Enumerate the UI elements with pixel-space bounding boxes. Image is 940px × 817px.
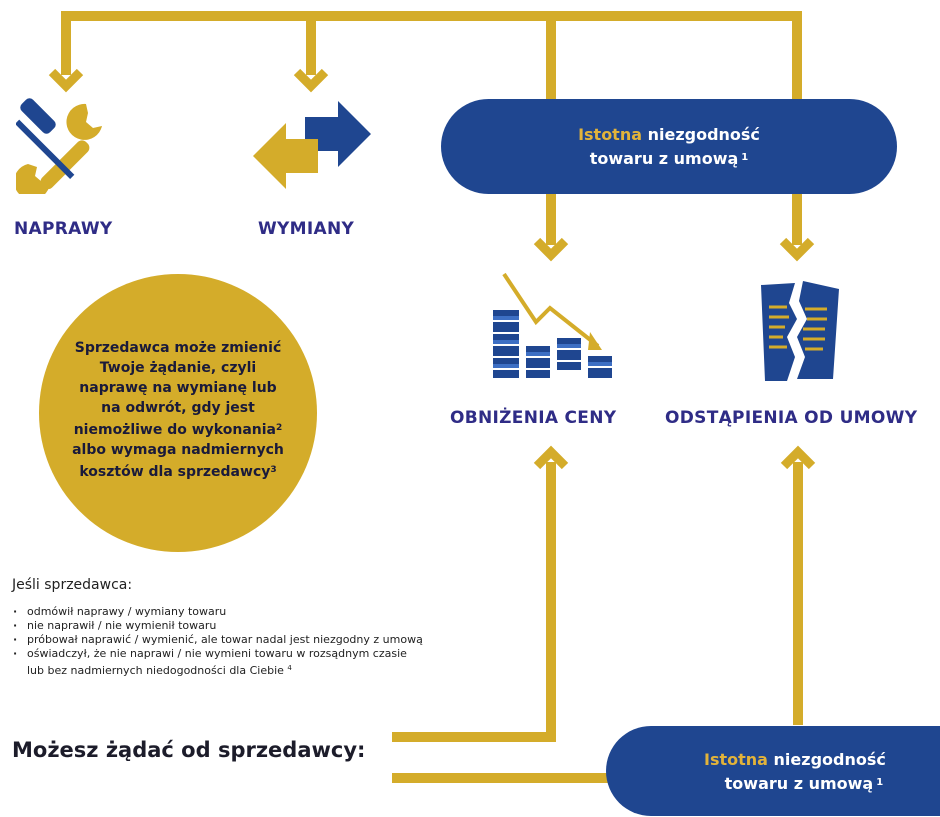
wrench-screwdriver-icon xyxy=(16,98,102,194)
footnote-marker: 4 xyxy=(287,664,292,672)
circle-text-mid: albo wymaga nadmiernych kosztów dla sprz… xyxy=(72,442,284,480)
remedy-label-withdrawal: ODSTĄPIENIA OD UMOWY xyxy=(665,408,918,428)
pill-highlight: Istotna xyxy=(704,749,768,769)
pill-text: niezgodność xyxy=(767,749,886,769)
torn-contract-icon xyxy=(761,281,839,381)
footnote-marker: 3 xyxy=(270,465,277,475)
pill-text-line2: towaru z umową xyxy=(724,773,874,793)
list-item-line: oświadczył, że nie naprawi / nie wymieni… xyxy=(27,647,407,660)
pill-text-line2: towaru z umową xyxy=(589,149,739,168)
circle-text-main: Sprzedawca może zmienić Twoje żądanie, c… xyxy=(73,340,282,438)
remedy-label-repair: NAPRAWY xyxy=(14,219,113,239)
footnote-marker: 2 xyxy=(276,423,283,433)
list-item: odmówił naprawy / wymiany towaru xyxy=(12,605,423,619)
pill-highlight: Istotna xyxy=(578,125,643,144)
footnote-marker: 1 xyxy=(741,152,749,163)
list-item: próbował naprawić / wymienić, ale towar … xyxy=(12,633,423,647)
pill-text: niezgodność xyxy=(642,125,760,144)
seller-change-note-circle: Sprzedawca może zmienić Twoje żądanie, c… xyxy=(39,274,317,552)
conditions-list: odmówił naprawy / wymiany towaru nie nap… xyxy=(12,605,423,678)
falling-coins-chart-icon xyxy=(493,272,612,378)
list-item: nie naprawił / nie wymienił towaru xyxy=(12,619,423,633)
remedy-label-price-reduction: OBNIŻENIA CENY xyxy=(450,408,617,428)
list-item-line: lub bez nadmiernych niedogodności dla Ci… xyxy=(27,664,284,677)
conditions-title: Jeśli sprzedawca: xyxy=(12,577,133,593)
circle-text: Sprzedawca może zmienić Twoje żądanie, c… xyxy=(71,338,286,482)
list-item: oświadczył, że nie naprawi / nie wymieni… xyxy=(12,647,423,678)
remedy-label-replacement: WYMIANY xyxy=(258,219,355,239)
footnote-marker: 1 xyxy=(876,776,884,788)
exchange-arrows-icon xyxy=(253,101,371,189)
demand-heading: Możesz żądać od sprzedawcy: xyxy=(12,738,366,762)
